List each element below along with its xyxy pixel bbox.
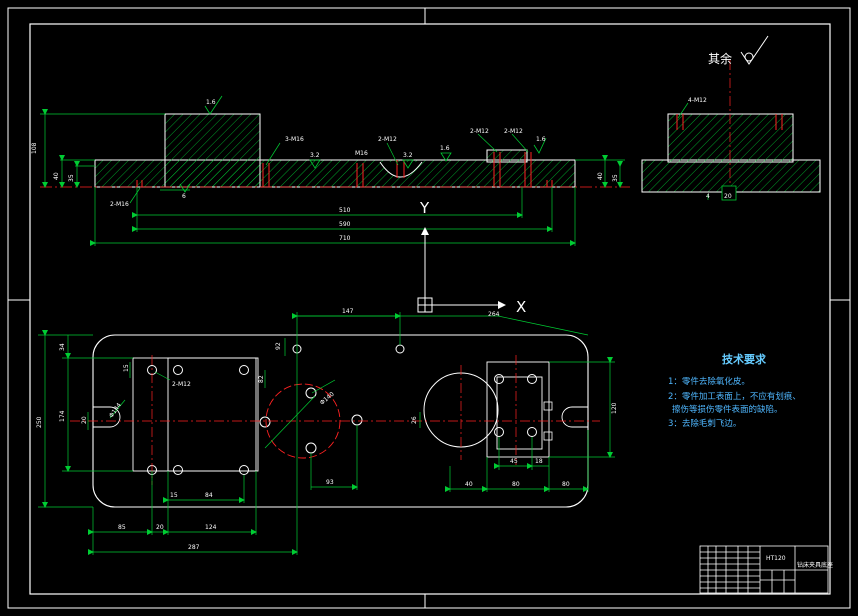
tech-req-item-4: 3：去除毛刺飞边。: [668, 418, 741, 429]
dim-124: 124: [205, 524, 217, 531]
dim-80-b: 80: [562, 481, 570, 488]
dim-80-a: 80: [512, 481, 520, 488]
dim-40: 40: [465, 481, 473, 488]
dim-phi140: Φ140: [319, 391, 336, 407]
dim-84: 84: [205, 492, 213, 499]
dim-20-v: 20: [81, 416, 88, 424]
roughness-note: 其余: [708, 51, 732, 66]
dim-34: 34: [59, 343, 66, 351]
rough-16-b: 1.6: [440, 145, 450, 152]
top-plan-view: 34 174 250 20 15 82 92 147 264 26 120 45…: [36, 308, 618, 555]
tech-req-item-2: 2：零件加工表面上，不应有划痕、: [668, 391, 801, 402]
dim-26: 26: [411, 416, 418, 424]
dim-82: 82: [258, 375, 265, 383]
dim-174: 174: [59, 410, 66, 422]
dim-20-h: 20: [156, 524, 164, 531]
tech-req-item-3: 擦伤等损伤零件表面的缺陷。: [672, 404, 783, 415]
dim-6: 6: [182, 193, 186, 200]
rough-16-c: 1.6: [536, 136, 546, 143]
tech-req-item-1: 1：零件去除氧化皮。: [668, 376, 750, 387]
roughness-symbol: [740, 35, 769, 65]
material-label: HT120: [766, 555, 786, 562]
x-axis-label: X: [516, 298, 526, 316]
dim-287: 287: [188, 544, 200, 551]
dim-20-side: 20: [724, 193, 732, 200]
dim-15-v: 15: [123, 364, 130, 372]
dim-40-left: 40: [53, 172, 60, 180]
dim-35-left: 35: [68, 174, 75, 182]
label-4m12: 4-M12: [688, 97, 707, 104]
side-section-view: 4-M12 4 20 其余: [641, 35, 821, 201]
dim-18: 18: [535, 458, 543, 465]
dim-85: 85: [118, 524, 126, 531]
dim-45: 45: [510, 458, 518, 465]
tech-req-title: 技术要求: [722, 352, 767, 366]
dim-120: 120: [611, 402, 618, 414]
axis-symbol: Y X: [417, 199, 526, 316]
drawing-frame: [7, 7, 851, 609]
dim-92: 92: [275, 342, 282, 350]
dim-40-right: 40: [597, 172, 604, 180]
rough-32-a: 3.2: [310, 152, 320, 159]
title-block: [699, 545, 829, 594]
dim-710: 710: [339, 235, 351, 242]
dim-264: 264: [488, 311, 500, 318]
dim-108: 108: [31, 142, 38, 154]
label-2m16: 2-M16: [110, 201, 129, 208]
dim-35-right: 35: [612, 174, 619, 182]
dim-93: 93: [326, 479, 334, 486]
dim-590: 590: [339, 221, 351, 228]
front-section-view: 108 40 35 40 35 510 590 710 6 2-M16 3-M1…: [31, 95, 630, 246]
part-name: 钻床夹具底座: [797, 561, 833, 569]
label-3m16: 3-M16: [285, 136, 304, 143]
dim-15-h: 15: [170, 492, 178, 499]
y-axis-label: Y: [419, 199, 430, 217]
rough-16-a: 1.6: [206, 99, 216, 106]
dim-4: 4: [706, 193, 710, 200]
dim-510: 510: [339, 207, 351, 214]
dim-147: 147: [342, 308, 354, 315]
label-m16: M16: [355, 150, 368, 157]
label-2m12-top: 2-M12: [172, 381, 191, 388]
dim-phi144: Φ144: [108, 402, 123, 419]
label-2m12-c: 2-M12: [504, 128, 523, 135]
label-2m12-a: 2-M12: [378, 136, 397, 143]
dim-250: 250: [36, 416, 43, 428]
label-2m12-b: 2-M12: [470, 128, 489, 135]
rough-32-b: 3.2: [403, 152, 413, 159]
technical-requirements: 技术要求 1：零件去除氧化皮。 2：零件加工表面上，不应有划痕、 擦伤等损伤零件…: [668, 352, 801, 429]
